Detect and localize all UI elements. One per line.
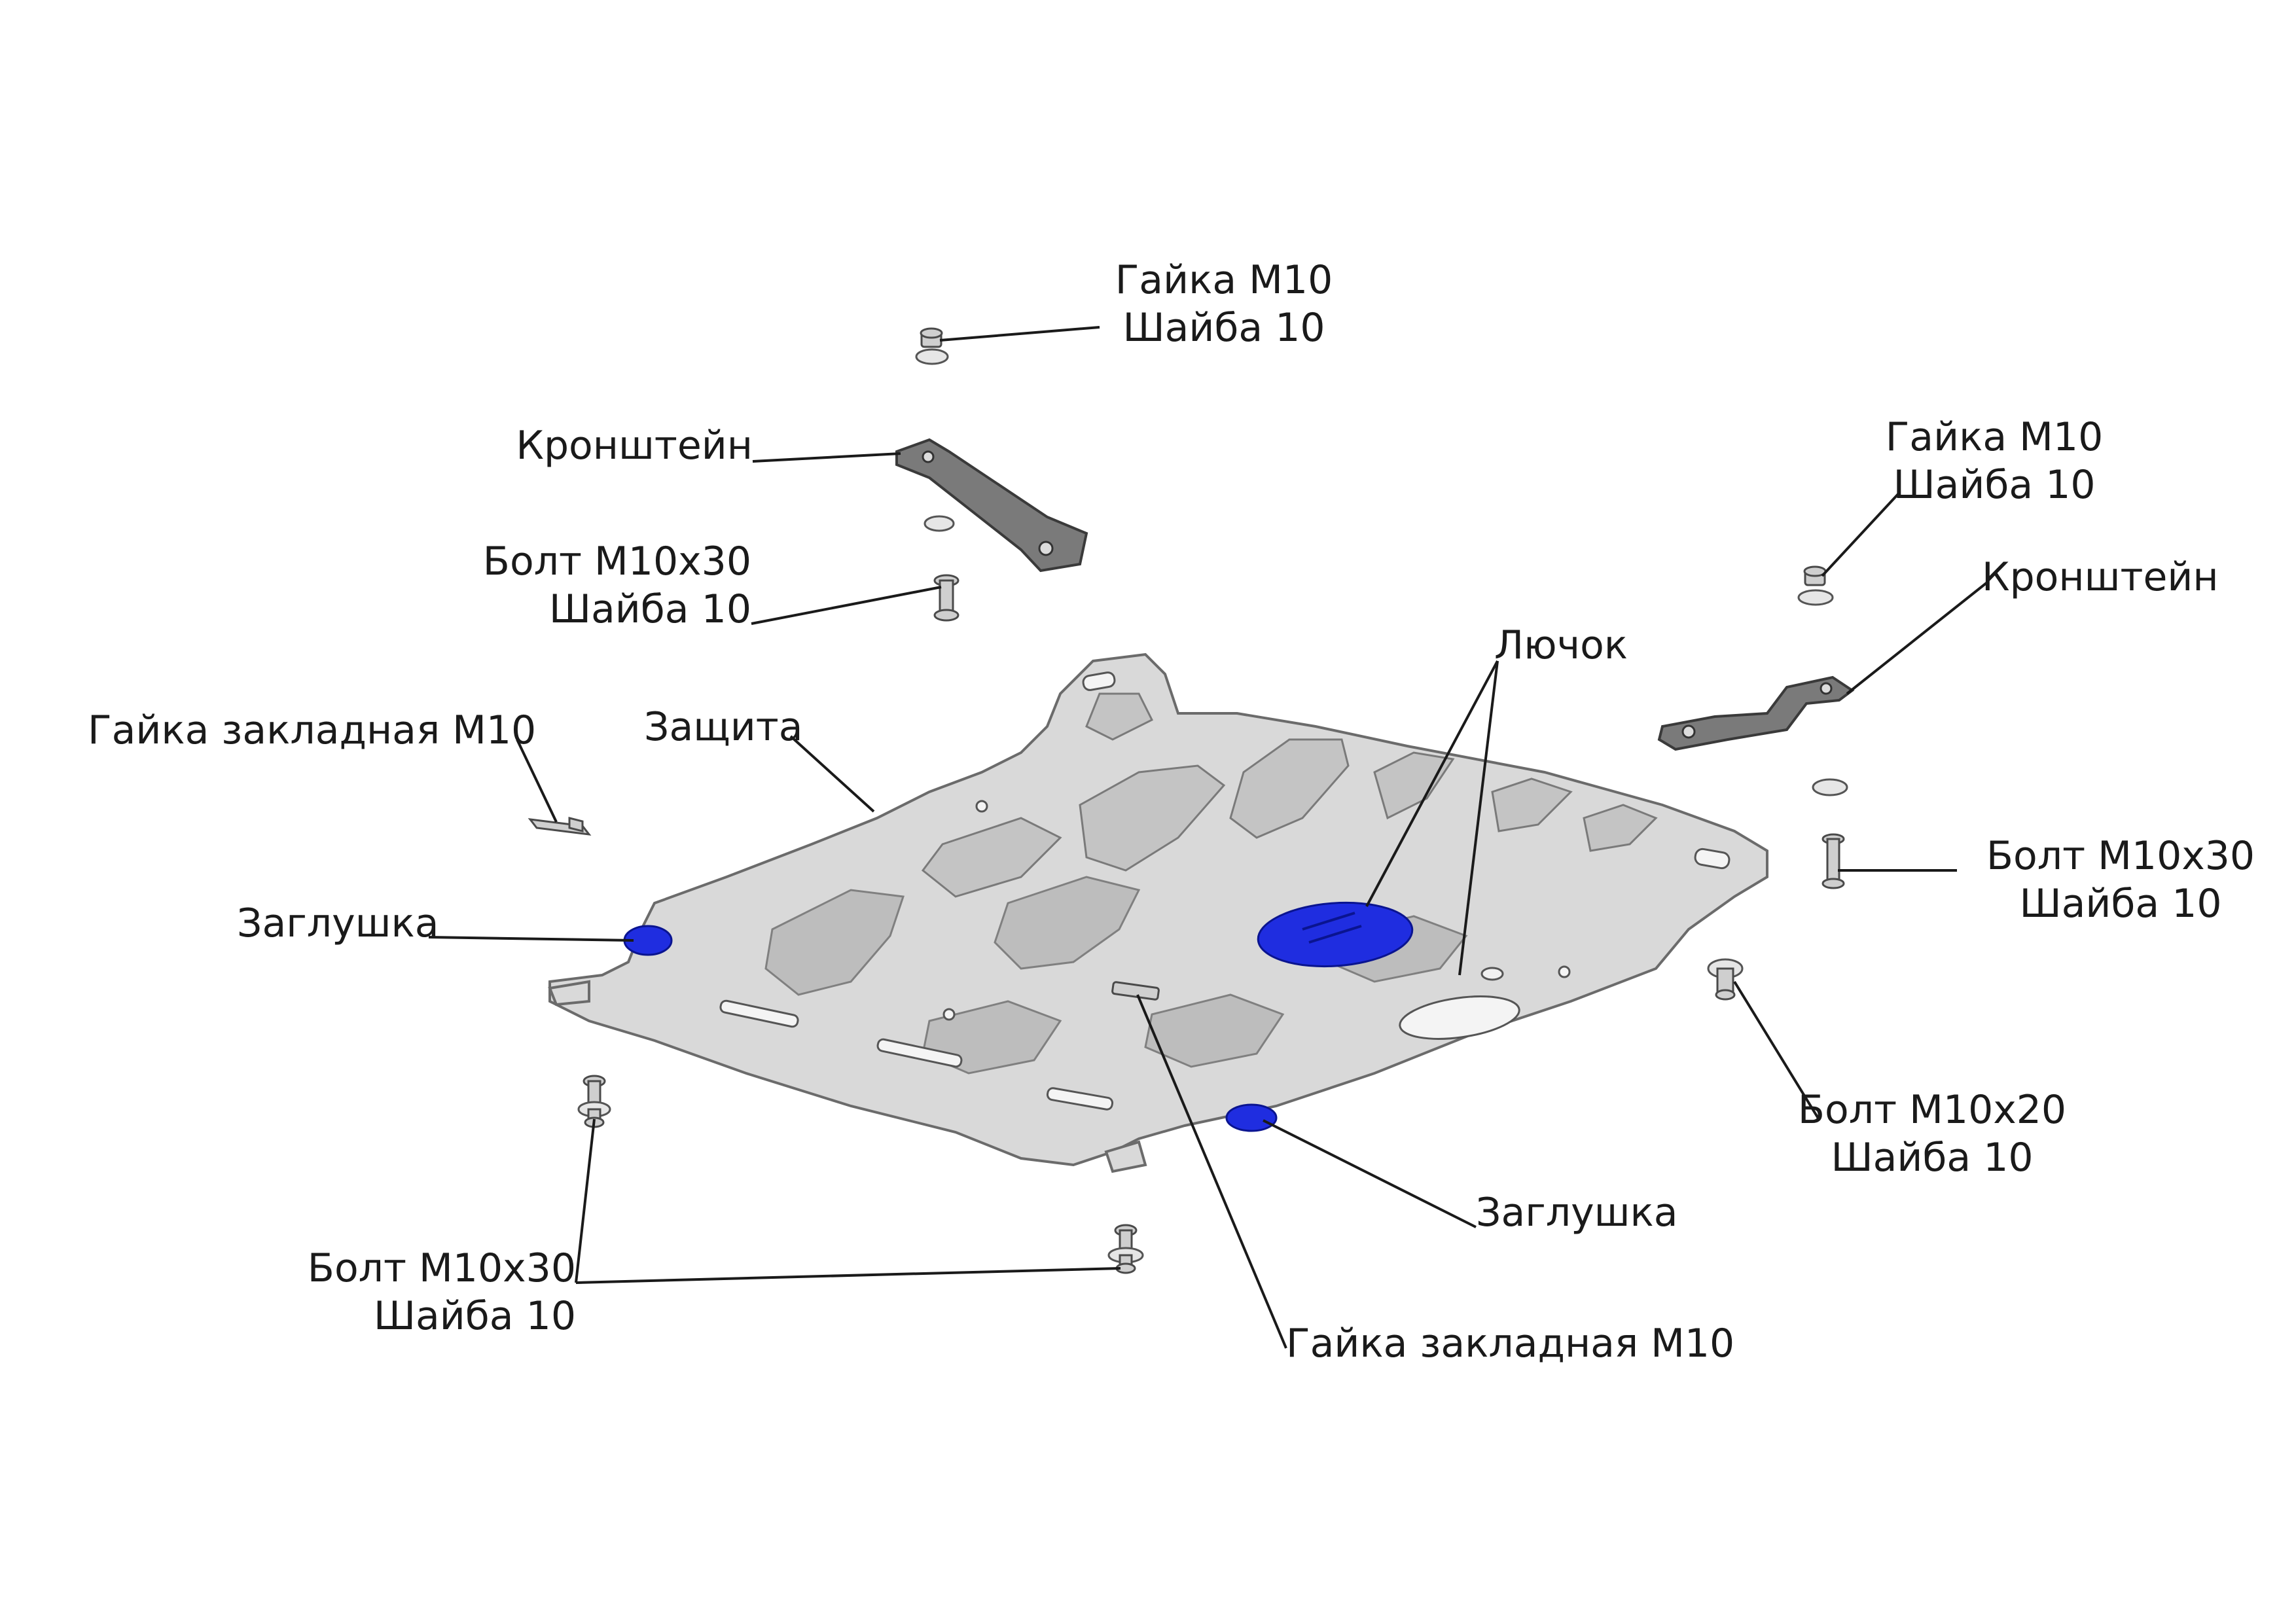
leader-hatch-plug [1365,660,1499,907]
label-bolt-washer-upper-left: Болт М10х30 Шайба 10 [482,539,751,632]
bolt-right [1821,833,1845,889]
label-bolt-washer-right: Болт М10х30 Шайба 10 [1986,833,2255,927]
bolt-upper-left [933,574,960,622]
label-bolt-washer-bottom-left: Болт М10х30 Шайба 10 [307,1245,576,1339]
insert-nut-left [528,817,592,836]
label-plug-bottom: Заглушка [1476,1190,1678,1236]
guard-plate [548,652,1768,1173]
bracket-right [1657,675,1855,751]
label-nut-washer-top: Гайка М10 Шайба 10 [1115,257,1333,351]
label-guard: Защита [644,704,803,750]
leader-bolt20-right [1733,980,1821,1122]
leader-plug-bottom [1263,1119,1477,1228]
bracket-left [895,438,1088,573]
leader-bracket-right [1846,581,1988,695]
leader-plug-left [428,936,634,942]
leader-nut-washer-top [939,326,1100,342]
washer-upper-left [924,515,955,532]
nut-washer-top [915,327,949,365]
leader-hatch-oval [1458,660,1499,976]
label-hatch: Лючок [1494,622,1628,668]
leader-bolt-upper-left [751,586,942,625]
leader-nut-washer-right [1821,493,1899,577]
label-insert-nut-left: Гайка закладная М10 [88,707,537,753]
leader-bolt-bottom-left-b [575,1267,1121,1284]
label-bolt20-washer-right: Болт М10х20 Шайба 10 [1797,1087,2067,1181]
label-bracket-right: Кронштейн [1982,554,2219,600]
bolt-bottom-left [577,1075,611,1128]
label-bracket-left: Кронштейн [516,423,753,469]
washer-right [1812,778,1848,796]
leader-guard [789,735,875,813]
label-insert-nut-bottom: Гайка закладная М10 [1286,1321,1735,1366]
leader-bracket-left [752,452,901,463]
leader-lines [428,326,1988,1349]
nut-washer-right [1797,565,1834,606]
label-plug-left: Заглушка [237,901,439,946]
leader-insert-nut-bottom [1136,994,1287,1349]
leader-insert-nut-left [516,739,558,823]
bolt-m10x20-right [1707,958,1744,1001]
label-nut-washer-right: Гайка М10 Шайба 10 [1885,414,2104,508]
leader-bolt-bottom-left-a [575,1118,596,1283]
bolt-bottom-middle [1107,1224,1144,1274]
